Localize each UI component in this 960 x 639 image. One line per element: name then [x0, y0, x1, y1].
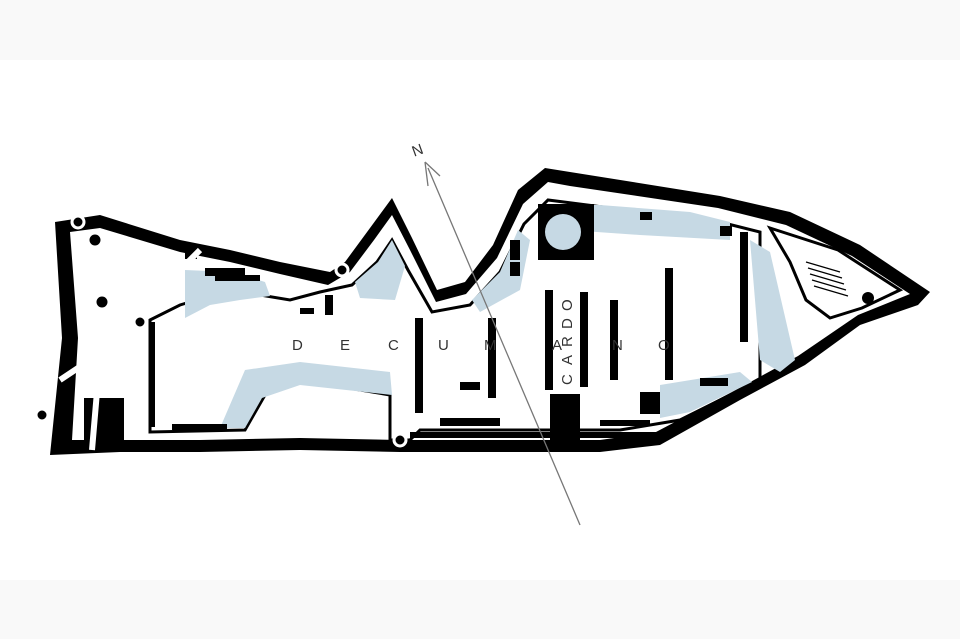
cardo-letter: C	[559, 374, 576, 385]
axis-labels: D E C U M A N O C A R D O	[292, 299, 670, 385]
decumano-letter: O	[658, 337, 670, 354]
cardo-letter: A	[559, 355, 576, 365]
decumano-letter: D	[292, 337, 303, 354]
decumano-letter: M	[484, 337, 497, 354]
roundabout-node-icon	[70, 214, 86, 230]
roundabout-node-icon	[392, 432, 408, 448]
circular-court	[538, 204, 594, 260]
roundabout-node-icon	[86, 231, 104, 249]
eastern-tip	[766, 225, 904, 320]
roundabouts	[34, 214, 408, 448]
cardo-label: C A R D O	[559, 299, 576, 385]
cardo-letter: D	[559, 318, 576, 329]
decumano-letter: N	[612, 337, 623, 354]
cardo-letter: R	[559, 336, 576, 347]
decumano-letter: U	[438, 337, 449, 354]
decumano-letter: A	[552, 337, 562, 354]
cardo-letter: O	[559, 299, 576, 311]
north-label: N	[410, 141, 426, 161]
decumano-letter: C	[388, 337, 399, 354]
roundabout-node-icon	[334, 262, 350, 278]
decumano-letter: E	[340, 337, 350, 354]
roundabout-node-icon	[93, 293, 111, 311]
roundabout-node-icon	[132, 314, 148, 330]
roundabout-node-icon	[34, 407, 50, 423]
